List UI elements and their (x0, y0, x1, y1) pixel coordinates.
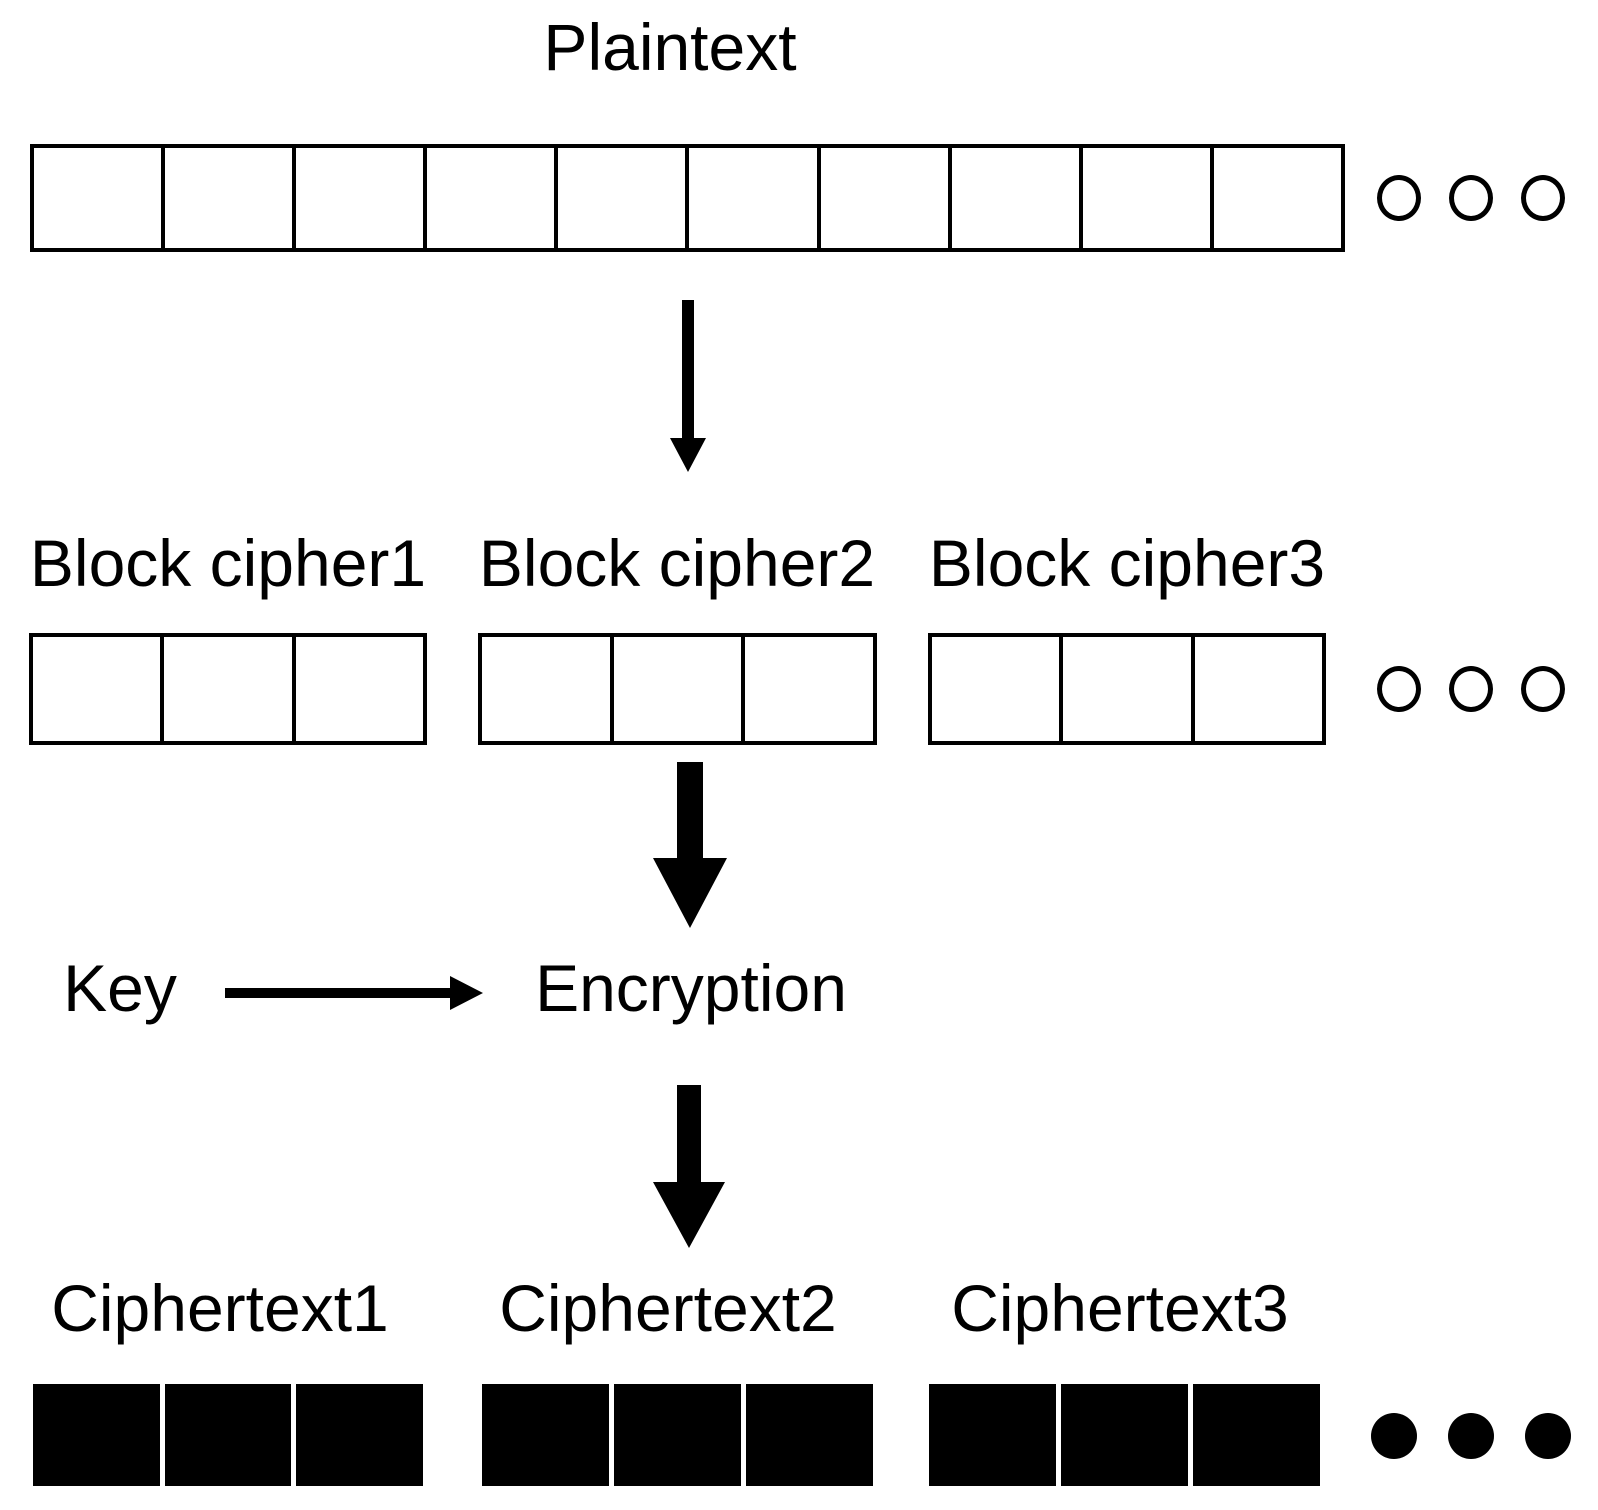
block-cipher3-label: Block cipher3 (928, 526, 1326, 600)
plaintext-label: Plaintext (543, 10, 797, 84)
encryption-label: Encryption (535, 951, 847, 1025)
plaintext-cell (1209, 148, 1341, 248)
block-row-ellipsis-icon (1377, 666, 1565, 712)
block-cell (160, 637, 291, 741)
encryption-to-ciphertext-down-arrow-icon (653, 1085, 725, 1248)
ciphertext2-strip (482, 1384, 873, 1486)
block-to-encryption-down-arrow-icon (653, 762, 727, 928)
open-dot-icon (1449, 666, 1493, 712)
plaintext-cell (554, 148, 685, 248)
block-cipher3-strip (928, 633, 1326, 745)
block-cell (932, 637, 1059, 741)
block-cipher2-strip (478, 633, 877, 745)
plaintext-cell (34, 148, 161, 248)
ciphertext-cell (33, 1384, 160, 1486)
plaintext-cell (423, 148, 554, 248)
ciphertext-cell (1061, 1384, 1188, 1486)
ciphertext3-strip (929, 1384, 1320, 1486)
key-label: Key (63, 951, 177, 1025)
open-dot-icon (1377, 666, 1421, 712)
plaintext-cell (947, 148, 1079, 248)
key-to-encryption-arrow-icon (225, 976, 483, 1010)
block-cipher2-label: Block cipher2 (478, 526, 876, 600)
ciphertext-cell (1193, 1384, 1320, 1486)
ciphertext-cell (482, 1384, 609, 1486)
ciphertext-cell (296, 1384, 424, 1486)
ciphertext-cell (614, 1384, 741, 1486)
plaintext-cell (292, 148, 423, 248)
plaintext-split-down-arrow-icon (670, 300, 706, 472)
plaintext-strip (30, 144, 1345, 252)
plaintext-ellipsis-icon (1377, 175, 1565, 221)
ciphertext1-label: Ciphertext1 (51, 1271, 389, 1345)
block-cipher1-label: Block cipher1 (29, 526, 427, 600)
block-cell (1059, 637, 1190, 741)
ciphertext3-label: Ciphertext3 (951, 1271, 1289, 1345)
open-dot-icon (1449, 175, 1493, 221)
block-cipher1-strip (29, 633, 427, 745)
block-cell (1190, 637, 1322, 741)
filled-dot-icon (1525, 1413, 1571, 1459)
block-cell (33, 637, 160, 741)
filled-dot-icon (1448, 1413, 1494, 1459)
block-cell (291, 637, 423, 741)
plaintext-cell (685, 148, 816, 248)
ciphertext-cell (164, 1384, 292, 1486)
open-dot-icon (1521, 666, 1565, 712)
ciphertext1-strip (33, 1384, 424, 1486)
ciphertext2-label: Ciphertext2 (499, 1271, 837, 1345)
filled-dot-icon (1371, 1413, 1417, 1459)
plaintext-cell (816, 148, 948, 248)
ciphertext-ellipsis-icon (1371, 1413, 1571, 1459)
plaintext-cell (1078, 148, 1210, 248)
block-cell (609, 637, 742, 741)
ciphertext-cell (746, 1384, 873, 1486)
plaintext-cell (161, 148, 292, 248)
open-dot-icon (1377, 175, 1421, 221)
ciphertext-cell (929, 1384, 1056, 1486)
block-cell (482, 637, 610, 741)
open-dot-icon (1521, 175, 1565, 221)
block-cell (741, 637, 873, 741)
